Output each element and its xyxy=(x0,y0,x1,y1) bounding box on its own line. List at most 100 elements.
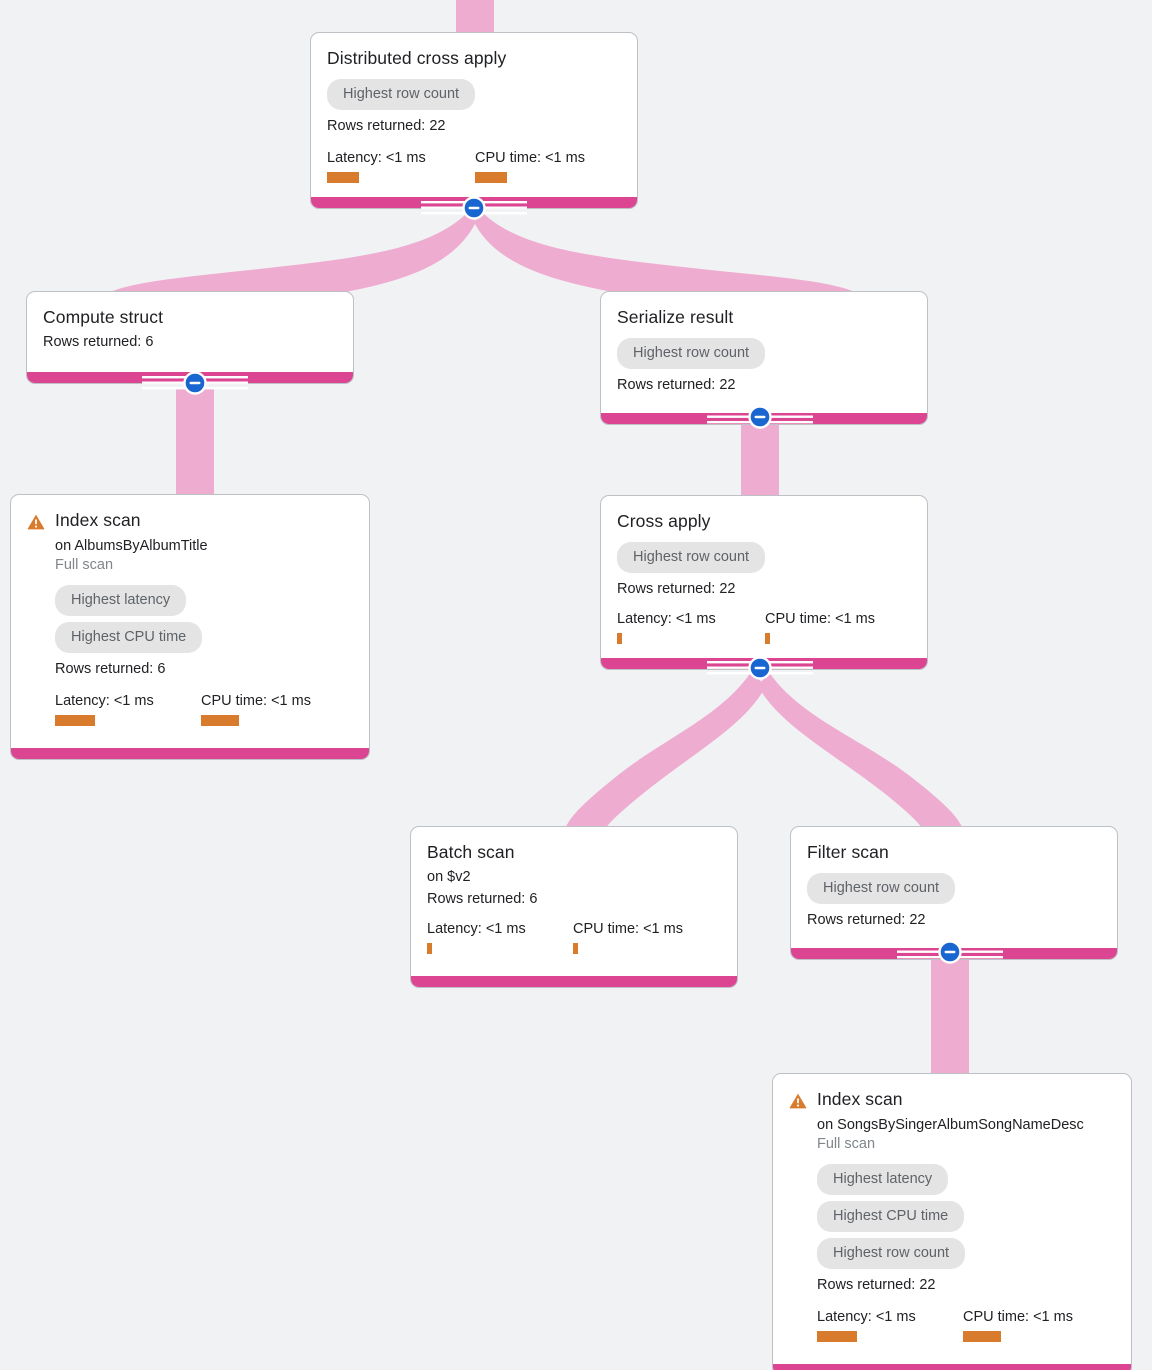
node-header: Compute struct xyxy=(43,306,337,328)
rows-returned: Rows returned: 6 xyxy=(43,334,154,350)
node-body: Serialize result Highest row count Rows … xyxy=(601,292,927,413)
node-title: Distributed cross apply xyxy=(327,48,507,68)
latency-metric: Latency: <1 ms xyxy=(55,692,201,726)
cpu-label: CPU time: <1 ms xyxy=(573,921,683,937)
node-metrics: Latency: <1 ms CPU time: <1 ms xyxy=(617,610,911,644)
latency-bar xyxy=(327,172,359,183)
cpu-bar xyxy=(963,1331,1001,1342)
index-target: on AlbumsByAlbumTitle xyxy=(55,538,208,554)
plan-node-cross-apply[interactable]: Cross apply Highest row count Rows retur… xyxy=(600,495,928,670)
node-body: Cross apply Highest row count Rows retur… xyxy=(601,496,927,658)
node-title: Index scan xyxy=(817,1089,903,1109)
node-chips: Highest row count xyxy=(327,73,621,110)
rows-returned: Rows returned: 22 xyxy=(327,118,446,134)
rows-returned: Rows returned: 6 xyxy=(55,661,166,677)
plan-node-index-scan-albums[interactable]: Index scan on AlbumsByAlbumTitle Full sc… xyxy=(10,494,370,760)
node-details: on SongsBySingerAlbumSongNameDesc Full s… xyxy=(789,1116,1115,1342)
cpu-label: CPU time: <1 ms xyxy=(201,693,311,709)
rows-returned: Rows returned: 22 xyxy=(817,1277,936,1293)
cpu-bar xyxy=(765,633,770,644)
node-body: Batch scan on $v2 Rows returned: 6 Laten… xyxy=(411,827,737,976)
node-metrics: Latency: <1 ms CPU time: <1 ms xyxy=(817,1308,1115,1342)
edge-serialize-result-to-cross-apply xyxy=(741,422,779,498)
cpu-label: CPU time: <1 ms xyxy=(765,611,875,627)
warning-icon xyxy=(789,1093,807,1109)
node-title: Cross apply xyxy=(617,511,711,531)
node-body: Distributed cross apply Highest row coun… xyxy=(311,33,637,197)
latency-label: Latency: <1 ms xyxy=(427,921,526,937)
cpu-bar xyxy=(475,172,507,183)
cpu-bar xyxy=(573,943,578,954)
node-footer-bar xyxy=(411,976,737,987)
node-title: Serialize result xyxy=(617,307,734,327)
collapse-handle-filter-scan[interactable] xyxy=(897,940,1003,966)
edge-compute-struct-to-index-scan-albums xyxy=(176,388,214,498)
node-header: Distributed cross apply xyxy=(327,47,621,69)
chip-highest-row-count: Highest row count xyxy=(327,79,476,110)
cpu-metric: CPU time: <1 ms xyxy=(963,1308,1073,1342)
latency-metric: Latency: <1 ms xyxy=(817,1308,963,1342)
index-target: on SongsBySingerAlbumSongNameDesc xyxy=(817,1117,1084,1133)
node-body: Index scan on AlbumsByAlbumTitle Full sc… xyxy=(11,495,369,748)
chip-highest-cpu-time: Highest CPU time xyxy=(55,622,203,653)
plan-node-index-scan-songs[interactable]: Index scan on SongsBySingerAlbumSongName… xyxy=(772,1073,1132,1370)
chip-highest-latency: Highest latency xyxy=(55,585,187,616)
node-metrics: Latency: <1 ms CPU time: <1 ms xyxy=(327,149,621,183)
cpu-bar xyxy=(201,715,239,726)
node-body: Index scan on SongsBySingerAlbumSongName… xyxy=(773,1074,1131,1364)
node-footer-bar xyxy=(773,1364,1131,1370)
node-title: Compute struct xyxy=(43,307,164,327)
edge-root-inlet xyxy=(456,0,494,36)
edge-cross-apply-to-filter-scan xyxy=(758,672,966,846)
scan-type: Full scan xyxy=(817,1136,876,1152)
cpu-metric: CPU time: <1 ms xyxy=(475,149,585,183)
node-title: Index scan xyxy=(55,510,141,530)
node-header: Serialize result xyxy=(617,306,911,328)
node-header: Batch scan xyxy=(427,841,721,863)
cpu-metric: CPU time: <1 ms xyxy=(201,692,311,726)
node-header: Filter scan xyxy=(807,841,1101,863)
collapse-handle-cross-apply[interactable] xyxy=(707,656,813,682)
node-chips: Highest latency Highest CPU time xyxy=(55,579,353,653)
edge-filter-scan-to-index-scan-songs xyxy=(931,958,969,1076)
node-title: Filter scan xyxy=(807,842,889,862)
cpu-label: CPU time: <1 ms xyxy=(475,150,585,166)
node-header: Index scan xyxy=(789,1088,1115,1110)
rows-returned: Rows returned: 6 xyxy=(427,891,538,907)
node-metrics: Latency: <1 ms CPU time: <1 ms xyxy=(427,920,721,954)
node-header: Index scan xyxy=(27,509,353,531)
node-body: Compute struct Rows returned: 6 xyxy=(27,292,353,372)
latency-bar xyxy=(817,1331,857,1342)
node-chips: Highest row count xyxy=(807,867,1101,904)
node-body: Filter scan Highest row count Rows retur… xyxy=(791,827,1117,948)
scan-target: on $v2 xyxy=(427,869,471,885)
node-footer-bar xyxy=(11,748,369,759)
latency-metric: Latency: <1 ms xyxy=(327,149,475,183)
latency-metric: Latency: <1 ms xyxy=(617,610,765,644)
latency-label: Latency: <1 ms xyxy=(55,693,154,709)
node-header: Cross apply xyxy=(617,510,911,532)
node-chips: Highest row count xyxy=(617,332,911,369)
collapse-handle-compute-struct[interactable] xyxy=(142,371,248,397)
chip-highest-latency: Highest latency xyxy=(817,1164,949,1195)
chip-highest-row-count: Highest row count xyxy=(617,542,766,573)
node-details: on AlbumsByAlbumTitle Full scan Highest … xyxy=(27,537,353,726)
rows-returned: Rows returned: 22 xyxy=(807,912,926,928)
collapse-handle-distributed-cross-apply[interactable] xyxy=(421,196,527,222)
chip-highest-cpu-time: Highest CPU time xyxy=(817,1201,965,1232)
node-chips: Highest latency Highest CPU time Highest… xyxy=(817,1158,1115,1269)
plan-node-batch-scan[interactable]: Batch scan on $v2 Rows returned: 6 Laten… xyxy=(410,826,738,988)
latency-label: Latency: <1 ms xyxy=(327,150,426,166)
chip-highest-row-count: Highest row count xyxy=(817,1238,966,1269)
warning-icon xyxy=(27,514,45,530)
cpu-metric: CPU time: <1 ms xyxy=(573,920,683,954)
latency-label: Latency: <1 ms xyxy=(817,1309,916,1325)
rows-returned: Rows returned: 22 xyxy=(617,581,736,597)
chip-highest-row-count: Highest row count xyxy=(617,338,766,369)
node-metrics: Latency: <1 ms CPU time: <1 ms xyxy=(55,692,353,726)
latency-bar xyxy=(55,715,95,726)
edge-cross-apply-to-batch-scan xyxy=(562,672,766,846)
collapse-handle-serialize-result[interactable] xyxy=(707,405,813,431)
plan-node-distributed-cross-apply[interactable]: Distributed cross apply Highest row coun… xyxy=(310,32,638,209)
